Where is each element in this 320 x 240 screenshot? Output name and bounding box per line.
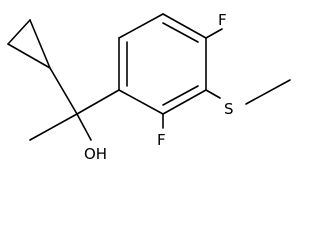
- bond-ring-2: [118, 13, 164, 39]
- hydroxyl-label: OH: [84, 145, 107, 163]
- bond-sulfur-methyl: [245, 79, 291, 105]
- structure-svg: F F S OH: [7, 11, 291, 163]
- bond-ring-5: [162, 89, 207, 115]
- bond-hydroxyl: [76, 113, 92, 141]
- fluorine-top-label: F: [218, 11, 227, 29]
- bond-cyclopropyl-quat: [49, 67, 78, 115]
- bond-ring-inner-2: [162, 22, 199, 43]
- bond-ring-3: [162, 13, 207, 39]
- bond-cyclopropyl-2: [29, 19, 51, 69]
- bond-ring-inner-3: [162, 85, 199, 106]
- bond-ring-sulfur: [205, 89, 221, 99]
- sulfur-label: S: [224, 100, 234, 118]
- bond-cyclopropyl-3: [7, 43, 51, 69]
- bond-cyclopropyl-1: [7, 19, 31, 45]
- bond-ring-6: [118, 89, 164, 115]
- bond-fluorine-top: [205, 28, 223, 39]
- molecule-diagram: F F S OH: [7, 11, 291, 163]
- bond-quat-ring: [76, 89, 120, 115]
- bond-methyl: [29, 113, 78, 141]
- fluorine-bottom-label: F: [157, 131, 166, 149]
